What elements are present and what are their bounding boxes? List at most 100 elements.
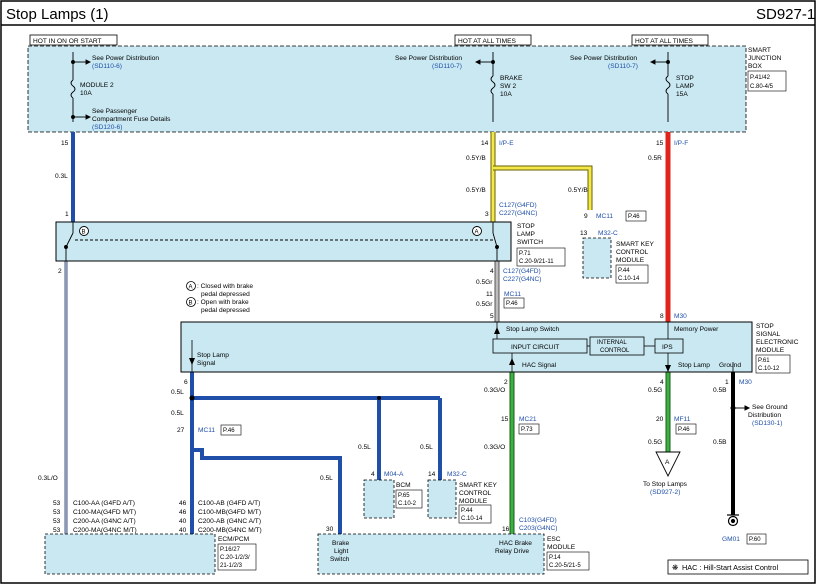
see-ground-2: Distribution bbox=[748, 412, 781, 419]
supply-hot-all-times-a: HOT AT ALL TIMES bbox=[454, 34, 532, 46]
conn-ecm2-4: C200-MB(G4NC M/T) bbox=[198, 527, 262, 534]
conn-mf11: MF11 bbox=[674, 416, 691, 423]
pin-ipf: I/P-F bbox=[674, 140, 688, 147]
see-power-3-ref: (SD110-7) bbox=[608, 63, 638, 70]
stop-lamp-switch-name-1: STOP bbox=[517, 223, 535, 230]
pin-14b: 14 bbox=[428, 471, 436, 478]
pin-53-1: 53 bbox=[53, 500, 61, 507]
conn-mc21: MC21 bbox=[519, 416, 537, 423]
conn-c127-227b-1: C127(G4FD) bbox=[503, 268, 541, 275]
svg-text:HOT AT ALL TIMES: HOT AT ALL TIMES bbox=[458, 38, 517, 45]
bcm bbox=[363, 479, 395, 519]
wire-label-0.3GO-b: 0.3G/O bbox=[484, 444, 505, 451]
see-power-1-ref: (SD110-6) bbox=[92, 63, 122, 70]
fuse-module2-amps: 10A bbox=[80, 90, 92, 97]
module-name-4: MODULE bbox=[756, 347, 785, 354]
sjb-ref-box bbox=[747, 70, 787, 92]
see-passenger-ref: (SD120-6) bbox=[92, 124, 122, 131]
fuse-stop-name-1: STOP bbox=[676, 75, 694, 82]
bcm-ref-2: C.10-2 bbox=[398, 501, 417, 507]
conn-mc21-ref-box bbox=[518, 423, 540, 435]
smart-key-1-name-2: CONTROL bbox=[616, 249, 649, 256]
smart-key-1-ref-2: C.10-14 bbox=[618, 276, 640, 282]
module-hac-signal: HAC Signal bbox=[522, 362, 557, 369]
module-name-1: STOP bbox=[756, 323, 774, 330]
wire-label-0.5L-c: 0.5L bbox=[358, 444, 371, 451]
smart-key-2-name-3: MODULE bbox=[459, 498, 488, 505]
conn-ecm2-1: C100-AB (G4FD A/T) bbox=[198, 500, 260, 507]
conn-mc11-c-ref-box bbox=[220, 424, 242, 436]
pin-5: 5 bbox=[490, 313, 494, 320]
see-power-1: See Power Distribution bbox=[92, 55, 159, 62]
stop-lamp-switch-name-3: SWITCH bbox=[517, 239, 543, 246]
wire-label-0.5L-a: 0.5L bbox=[171, 389, 184, 396]
conn-mc11-c: MC11 bbox=[198, 427, 215, 434]
pin-40-1: 40 bbox=[179, 518, 187, 525]
note-b-mark: B bbox=[189, 301, 193, 307]
pin-3: 3 bbox=[485, 211, 489, 218]
wire-label-0.5G-b: 0.5G bbox=[648, 439, 662, 446]
switch-a-mark: A bbox=[475, 230, 479, 236]
note-a: : Closed with brake bbox=[197, 283, 253, 290]
stop-lamp-switch-ref-box bbox=[516, 247, 566, 267]
pin-16: 16 bbox=[502, 526, 510, 533]
gm01-ref: P.60 bbox=[749, 537, 761, 543]
pin-9: 9 bbox=[584, 213, 588, 220]
page-title: Stop Lamps (1) bbox=[6, 6, 109, 23]
smart-key-1-ref-box bbox=[615, 264, 649, 284]
wire-label-0.5Gr-a: 0.5Gr bbox=[476, 279, 493, 286]
conn-mf11-ref-box bbox=[675, 423, 697, 435]
module-ref-2: C.10-12 bbox=[758, 366, 780, 372]
pin-40-2: 40 bbox=[179, 527, 187, 534]
fuse-brake-name-2: SW 2 bbox=[500, 83, 516, 90]
conn-c127-227b-2: C227(G4NC) bbox=[503, 276, 541, 283]
fuse-module2 bbox=[70, 52, 92, 122]
conn-ecm-3: C200-AA (G4NC A/T) bbox=[73, 518, 136, 525]
legend-text: HAC : Hill-Start Assist Control bbox=[682, 563, 778, 572]
pin-53-2: 53 bbox=[53, 509, 61, 516]
supply-hot-all-times-b: HOT AT ALL TIMES bbox=[631, 34, 709, 46]
fuse-stop-amps: 15A bbox=[676, 91, 688, 98]
see-passenger-1: See Passenger bbox=[92, 108, 138, 115]
smart-key-2-name-1: SMART KEY bbox=[459, 482, 497, 489]
pin-4c: 4 bbox=[371, 471, 375, 478]
pin-15-right: 15 bbox=[656, 140, 664, 147]
fuse-stop-lamp bbox=[649, 52, 671, 122]
wire-label-0.5YB-c: 0.5Y/B bbox=[568, 187, 588, 194]
conn-mc11-a-ref-box bbox=[503, 297, 525, 309]
note-b-2: pedal depressed bbox=[201, 307, 250, 314]
bcm-ref-1: P.65 bbox=[398, 493, 410, 499]
pin-8: 8 bbox=[660, 313, 664, 320]
to-stop-lamps-arrow bbox=[655, 451, 681, 478]
wire-label-0.3GO-a: 0.3G/O bbox=[484, 387, 505, 394]
note-b: : Open with brake bbox=[197, 299, 249, 306]
pin-46-2: 46 bbox=[179, 509, 187, 516]
pin-15-left: 15 bbox=[61, 140, 69, 147]
smart-key-module-2 bbox=[427, 479, 457, 519]
pin-6: 6 bbox=[184, 379, 188, 386]
fuse-brake-amps: 10A bbox=[500, 91, 512, 98]
note-a-mark: A bbox=[189, 285, 193, 291]
conn-ecm-1: C100-AA (G4FD A/T) bbox=[73, 500, 135, 507]
conn-mc11-a-ref: P.46 bbox=[506, 301, 518, 307]
esc-hac-1: HAC Brake bbox=[499, 540, 532, 547]
pin-2b: 2 bbox=[504, 379, 508, 386]
switch-b-contact bbox=[64, 222, 493, 261]
pin-15b: 15 bbox=[501, 416, 509, 423]
smart-key-2-ref-box bbox=[458, 504, 492, 524]
esc-ref-1: P.14 bbox=[549, 555, 561, 561]
ecm-ref-1: P.16/27 bbox=[220, 547, 241, 553]
wire-label-0.5YB-b: 0.5Y/B bbox=[466, 187, 486, 194]
wire-0.5B bbox=[730, 372, 751, 515]
pin-4: 4 bbox=[490, 268, 494, 275]
esc-hac-2: Relay Drive bbox=[495, 548, 529, 555]
esc-module bbox=[317, 533, 545, 575]
esc-inner-2: Light bbox=[334, 548, 348, 555]
conn-ecm-2: C100-MA(G4FD M/T) bbox=[73, 509, 136, 516]
module-stop-lamp-signal-2: Signal bbox=[197, 360, 216, 367]
switch-b-mark: B bbox=[82, 230, 86, 236]
sjb-name-2: JUNCTION bbox=[748, 55, 782, 62]
sjb-ref-2: C.80-4/5 bbox=[750, 84, 774, 90]
sjb-name-1: SMART bbox=[748, 47, 771, 54]
